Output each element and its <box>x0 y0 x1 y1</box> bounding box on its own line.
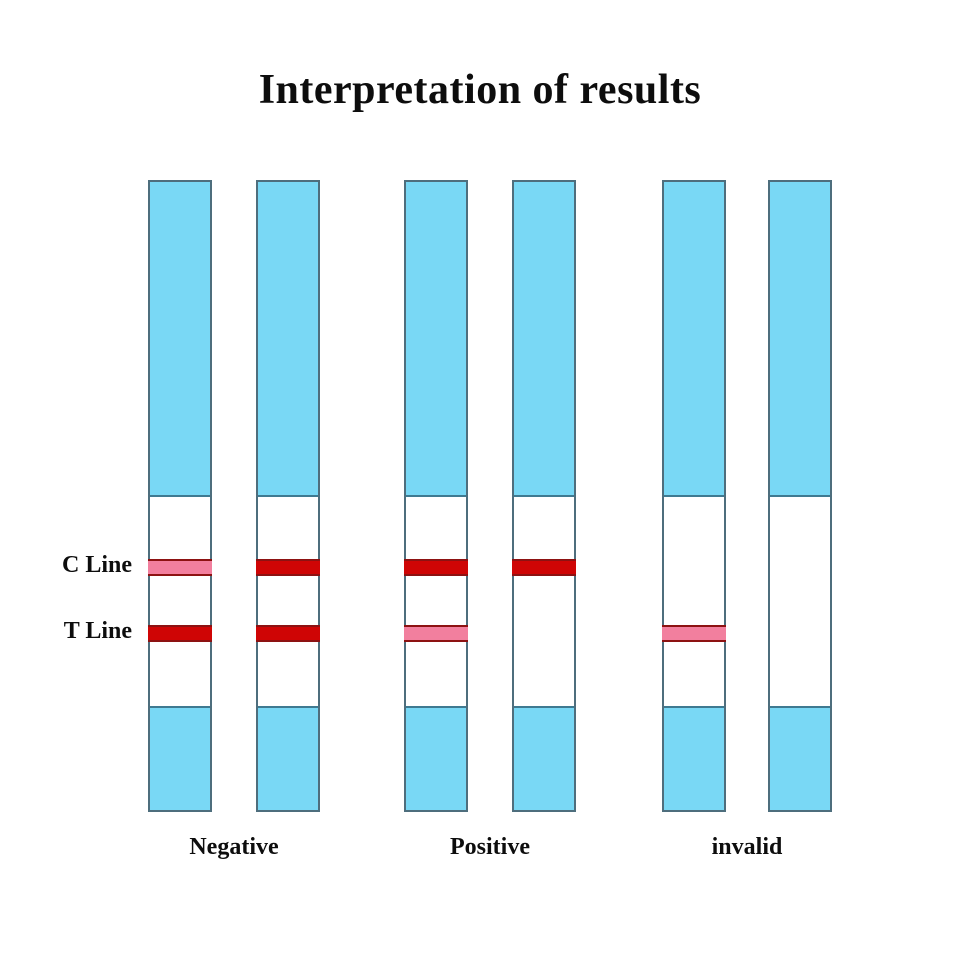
strip-absorbent-pad <box>258 706 318 810</box>
control-line-band <box>148 559 212 576</box>
test-strip-negative-1 <box>148 180 212 812</box>
test-strip-positive-4 <box>512 180 576 812</box>
control-line-band <box>404 559 468 576</box>
group-label-positive: Positive <box>450 834 530 860</box>
strip-absorbent-pad <box>664 706 724 810</box>
strip-result-window <box>404 497 468 706</box>
control-line-band <box>256 559 320 576</box>
strip-absorbent-pad <box>770 706 830 810</box>
group-label-invalid: invalid <box>711 834 783 860</box>
test-strip-invalid-6 <box>768 180 832 812</box>
group-label-negative: Negative <box>189 834 279 860</box>
test-strip-positive-3 <box>404 180 468 812</box>
strip-absorbent-pad <box>150 706 210 810</box>
test-line-band <box>148 625 212 642</box>
strip-result-window <box>662 497 726 706</box>
strip-sample-pad <box>514 182 574 497</box>
strip-sample-pad <box>664 182 724 497</box>
test-line-band <box>256 625 320 642</box>
c-line-label: C Line <box>61 552 132 578</box>
strip-sample-pad <box>150 182 210 497</box>
strip-result-window <box>770 497 830 706</box>
page-title: Interpretation of results <box>258 67 702 113</box>
strip-sample-pad <box>770 182 830 497</box>
strip-sample-pad <box>406 182 466 497</box>
test-line-band <box>662 625 726 642</box>
strip-absorbent-pad <box>406 706 466 810</box>
strip-result-window <box>148 497 212 706</box>
strip-absorbent-pad <box>514 706 574 810</box>
test-strip-invalid-5 <box>662 180 726 812</box>
strip-sample-pad <box>258 182 318 497</box>
test-strip-negative-2 <box>256 180 320 812</box>
strip-result-window <box>256 497 320 706</box>
strip-result-window <box>512 497 576 706</box>
control-line-band <box>512 559 576 576</box>
test-line-band <box>404 625 468 642</box>
t-line-label: T Line <box>63 618 132 644</box>
